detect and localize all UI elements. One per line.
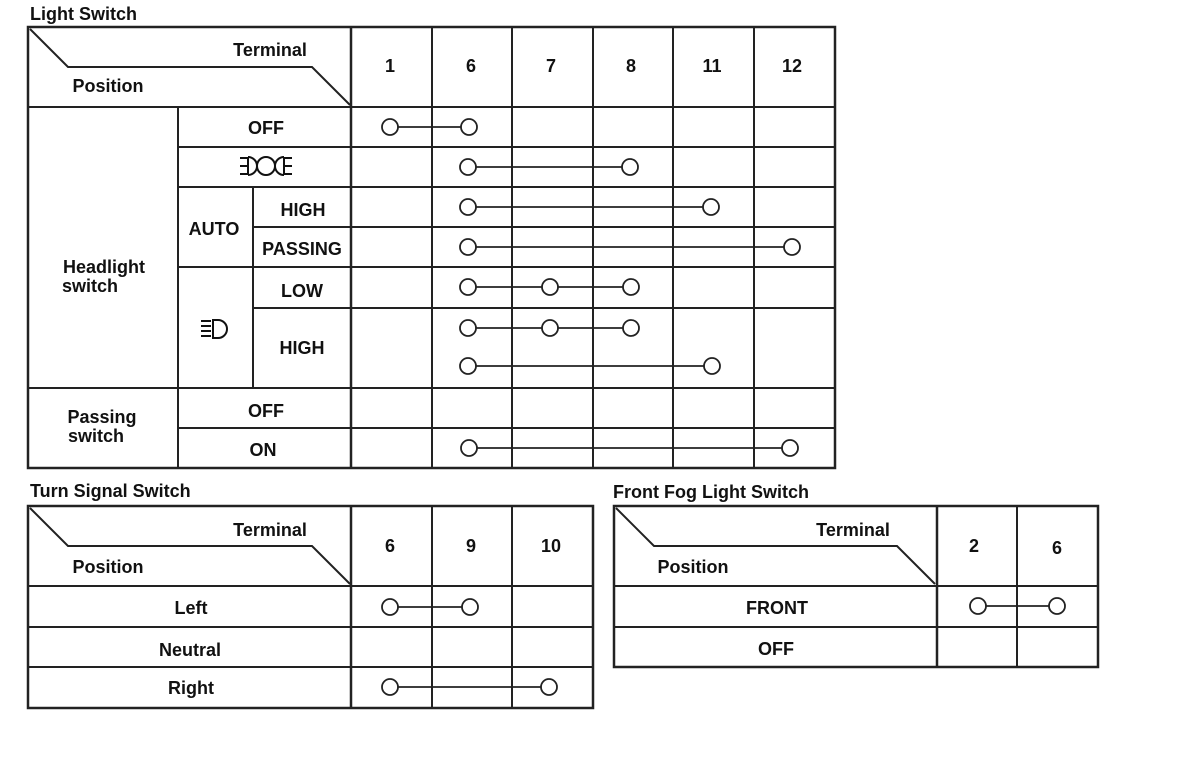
turn-signal-table: Turn Signal Switch Terminal Position 6 9… [26,481,595,710]
connection-tail [459,158,639,176]
position-auto-passing: PASSING [262,239,342,259]
terminal-node [460,439,478,457]
connection-left [381,598,479,616]
terminal-node [459,158,477,176]
terminal-header: Terminal [233,520,307,540]
light-switch-connections [381,118,801,457]
terminal-header: Terminal [816,520,890,540]
position-right: Right [168,678,214,698]
auto-label: AUTO [189,219,240,239]
terminal-node [381,598,399,616]
connection-high-a [459,319,640,337]
light-switch-table: Light Switch Terminal Positi [26,4,837,470]
position-header: Position [658,557,729,577]
terminal-node [541,319,559,337]
connection-front [969,597,1066,615]
terminal-node [969,597,987,615]
position-left: Left [175,598,208,618]
position-header: Position [73,557,144,577]
terminal-label: 8 [626,56,636,76]
terminal-label: 11 [702,56,721,76]
terminal-node [622,319,640,337]
terminal-node [702,198,720,216]
position-high: HIGH [280,338,325,358]
terminal-node [781,439,799,457]
position-off: OFF [758,639,794,659]
position-low: LOW [281,281,323,301]
passing-off: OFF [248,401,284,421]
connection-high-b [459,357,721,375]
connection-passing-on [460,439,799,457]
terminal-node [459,238,477,256]
front-fog-table: Front Fog Light Switch Terminal Position… [612,482,1100,669]
terminal-node [461,598,479,616]
terminal-label: 7 [546,56,556,76]
connection-auto-passing [459,238,801,256]
connection-right [381,678,558,696]
terminal-node [541,278,559,296]
passing-on: ON [250,440,277,460]
terminal-label: 9 [466,536,476,556]
light-switch-terminal-labels: 1 6 7 8 11 12 [385,56,802,76]
terminal-header: Terminal [233,40,307,60]
position-header: Position [73,76,144,96]
front-fog-connections [969,597,1066,615]
terminal-node [381,118,399,136]
terminal-label: 12 [782,56,802,76]
terminal-node [1048,597,1066,615]
light-switch-title: Light Switch [30,4,137,24]
terminal-node [540,678,558,696]
terminal-node [459,357,477,375]
terminal-label: 6 [385,536,395,556]
position-auto-high: HIGH [281,200,326,220]
terminal-node [459,319,477,337]
terminal-node [459,278,477,296]
turn-signal-title: Turn Signal Switch [30,481,191,501]
position-neutral: Neutral [159,640,221,660]
tail-light-icon [240,155,292,177]
terminal-label: 6 [466,56,476,76]
terminal-node [460,118,478,136]
position-off: OFF [248,118,284,138]
terminal-node [381,678,399,696]
front-fog-title: Front Fog Light Switch [613,482,809,502]
turn-signal-grid [26,504,595,710]
headlight-icon [201,319,228,339]
position-front: FRONT [746,598,808,618]
terminal-label: 6 [1052,538,1062,558]
terminal-node [622,278,640,296]
turn-signal-connections [381,598,558,696]
terminal-label: 2 [969,536,979,556]
connection-off [381,118,478,136]
terminal-node [703,357,721,375]
connection-auto-high [459,198,720,216]
terminal-node [459,198,477,216]
terminal-node [621,158,639,176]
terminal-node [783,238,801,256]
front-fog-grid [612,504,1100,669]
terminal-label: 1 [385,56,395,76]
terminal-label: 10 [541,536,561,556]
connection-low [459,278,640,296]
